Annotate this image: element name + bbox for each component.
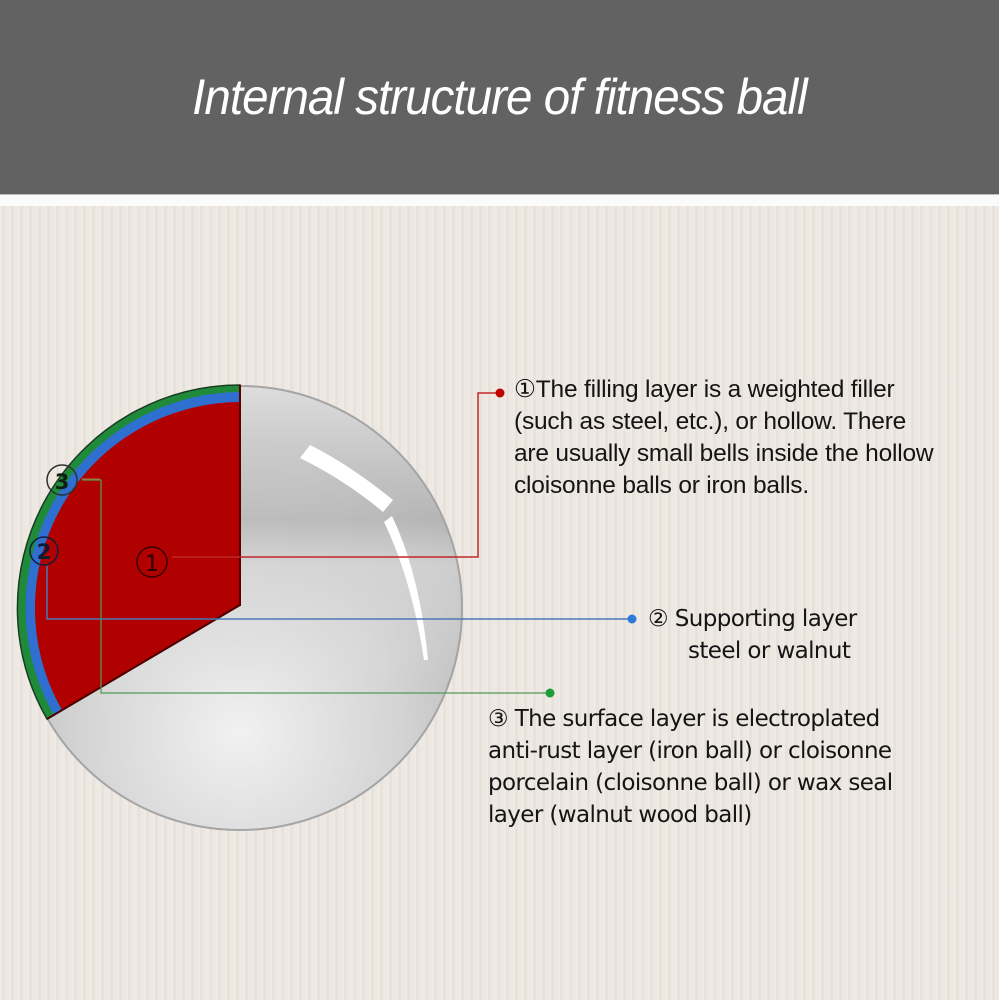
- text-line: cloisonne balls or iron balls.: [514, 472, 809, 499]
- text-line: anti-rust layer (iron ball) or cloisonne: [488, 738, 892, 764]
- surface-layer-description: ③ The surface layer is electroplated ant…: [488, 703, 968, 831]
- marker-3: 3: [46, 464, 78, 496]
- svg-text:2: 2: [37, 540, 52, 564]
- filling-layer-description: ①The filling layer is a weighted filler …: [514, 374, 994, 502]
- text-line: steel or walnut: [688, 638, 851, 664]
- svg-text:1: 1: [145, 552, 159, 577]
- leader-line-3: [82, 478, 555, 698]
- text-line: ② Supporting layer: [648, 606, 857, 632]
- text-line: are usually small bells inside the hollo…: [514, 440, 934, 467]
- highlight-icon: [384, 516, 428, 660]
- svg-text:3: 3: [55, 470, 70, 494]
- banner-divider: [0, 194, 999, 207]
- text-line: porcelain (cloisonne ball) or wax seal: [488, 770, 893, 796]
- marker-1: 1: [136, 546, 168, 578]
- leader-line-1: [172, 388, 505, 558]
- title-banner: Internal structure of fitness ball: [0, 0, 999, 194]
- text-line: ①The filling layer is a weighted filler: [514, 376, 895, 403]
- highlight-icon: [300, 445, 393, 512]
- leader-line-2: [46, 566, 637, 624]
- marker-2: 2: [29, 536, 59, 566]
- supporting-layer-description: ② Supporting layer steel or walnut: [648, 603, 908, 667]
- text-line: (such as steel, etc.), or hollow. There: [514, 408, 907, 435]
- page-title: Internal structure of fitness ball: [192, 69, 807, 125]
- text-line: layer (walnut wood ball): [488, 802, 752, 828]
- text-line: ③ The surface layer is electroplated: [488, 706, 880, 732]
